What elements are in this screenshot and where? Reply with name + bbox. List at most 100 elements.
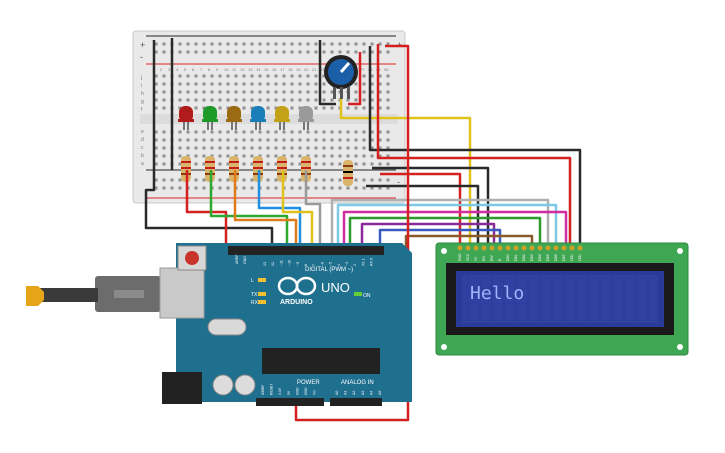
- lcd-pin-label: V0: [474, 257, 478, 261]
- lcd-pin-label: DB4: [538, 254, 542, 261]
- bb-column-number: 5: [184, 67, 187, 72]
- rail-minus-label-right: -: [397, 177, 400, 187]
- power-pin-label: Vin: [313, 390, 317, 395]
- arduino-rx-label: RX: [251, 300, 259, 306]
- bb-row-letter: b: [141, 153, 144, 159]
- led: [178, 106, 194, 130]
- analog-pin-label: A1: [344, 391, 348, 395]
- bb-row-letter: j: [140, 75, 142, 81]
- arduino-digital-label: DIGITAL (PWM ~): [305, 267, 353, 273]
- digital-pin-label: ~3: [345, 262, 349, 266]
- bb-column-number: 15: [264, 67, 269, 72]
- digital-pin-label: TX 1: [361, 258, 365, 266]
- lcd-pin-label: DB2: [522, 254, 526, 261]
- bb-row-letter: c: [141, 145, 144, 151]
- bb-column-number: 3: [168, 67, 171, 72]
- bb-row-letter: h: [141, 91, 144, 97]
- bb-column-number: 18: [288, 67, 293, 72]
- digital-pin-label: ~5: [329, 262, 333, 266]
- lcd-pin: [561, 245, 567, 251]
- arduino-board: ARDUINO UNO DIGITAL (PWM ~) POWER ANALOG…: [26, 243, 412, 406]
- lcd-pin-label: DB3: [530, 254, 534, 261]
- arduino-model-label: UNO: [321, 280, 350, 295]
- digital-pin-label: RX 0: [370, 258, 374, 266]
- lcd-display-text: Hello: [470, 283, 524, 304]
- arduino-brand-label: ARDUINO: [280, 299, 313, 306]
- bb-column-number: 14: [256, 67, 261, 72]
- lcd-pin: [521, 245, 527, 251]
- lcd-pin-label: VCC: [466, 253, 470, 261]
- bb-column-number: 10: [224, 67, 229, 72]
- power-pin-label: 5V: [287, 390, 291, 395]
- pin-label-aref: AREF: [235, 254, 239, 264]
- led: [298, 106, 314, 130]
- lcd-pin-label: RW: [490, 255, 494, 261]
- arduino-tx-label: TX: [251, 292, 258, 298]
- bb-column-number: 17: [280, 67, 285, 72]
- lcd-pin: [577, 245, 583, 251]
- analog-pin-label: A4: [369, 391, 373, 395]
- lcd-pin: [505, 245, 511, 251]
- bb-column-number: 2: [160, 67, 163, 72]
- lcd-pin-label: DB0: [506, 254, 510, 261]
- lcd-pin: [457, 245, 463, 251]
- power-pin-label: GND: [295, 387, 299, 395]
- lcd-pin: [537, 245, 543, 251]
- lcd-resistor: [343, 160, 353, 186]
- lcd-pin: [465, 245, 471, 251]
- lcd-pin-label: DB5: [546, 254, 550, 261]
- lcd-pin: [473, 245, 479, 251]
- analog-pin-label: A0: [335, 391, 339, 395]
- power-pin-label: GND: [304, 387, 308, 395]
- analog-pin-label: A5: [378, 391, 382, 395]
- power-pin-label: 3.3V: [278, 387, 282, 395]
- rail-minus-label: -: [140, 52, 143, 62]
- bb-column-number: 27: [360, 67, 365, 72]
- lcd-pin: [481, 245, 487, 251]
- power-pin-label: RESET: [270, 384, 274, 395]
- bb-row-letter: d: [141, 137, 144, 143]
- arduino-analog-label: ANALOG IN: [341, 380, 374, 386]
- lcd-pin-label: RS: [482, 256, 486, 261]
- lcd-pin: [553, 245, 559, 251]
- analog-pin-label: A2: [352, 391, 356, 395]
- bb-column-number: 16: [272, 67, 277, 72]
- digital-pin-label: 13: [263, 262, 267, 266]
- lcd-pin: [497, 245, 503, 251]
- digital-pin-label: 12: [271, 262, 275, 266]
- lcd-pin: [545, 245, 551, 251]
- digital-pin-label: 8: [304, 264, 308, 266]
- arduino-analog-pin-labels: A0 A1 A2 A3 A4 A5: [335, 391, 382, 395]
- power-pin-label: IOREF: [261, 385, 265, 395]
- digital-pin-label: ~11: [279, 260, 283, 266]
- led: [202, 106, 218, 130]
- digital-pin-label: 7: [312, 264, 316, 266]
- bb-row-letter: i: [141, 83, 142, 89]
- lcd-pin-label: DB6: [554, 254, 558, 261]
- lcd-pin: [489, 245, 495, 251]
- lcd-pin: [529, 245, 535, 251]
- wires: [144, 38, 582, 422]
- led: [250, 106, 266, 130]
- analog-pin-label: A3: [361, 391, 365, 395]
- lcd-pin-label: LED: [578, 254, 582, 261]
- bb-column-number: 30: [384, 67, 389, 72]
- lcd-pin: [569, 245, 575, 251]
- bb-row-letter: g: [141, 99, 144, 105]
- bb-column-number: 6: [192, 67, 195, 72]
- digital-pin-label: 2: [353, 264, 357, 266]
- rail-plus-label: +: [140, 40, 145, 50]
- arduino-power-pin-labels: IOREF RESET 3.3V 5V GND GND Vin: [261, 384, 317, 395]
- bb-row-letter: a: [141, 161, 144, 167]
- bb-column-number: 21: [312, 67, 317, 72]
- bb-column-number: 13: [248, 67, 253, 72]
- bb-column-number: 12: [240, 67, 245, 72]
- potentiometer: [324, 55, 358, 99]
- led: [226, 106, 242, 130]
- arduino-logo: [277, 276, 317, 296]
- bb-column-number: 22: [320, 67, 325, 72]
- digital-pin-label: ~6: [320, 262, 324, 266]
- bb-column-number: 20: [304, 67, 309, 72]
